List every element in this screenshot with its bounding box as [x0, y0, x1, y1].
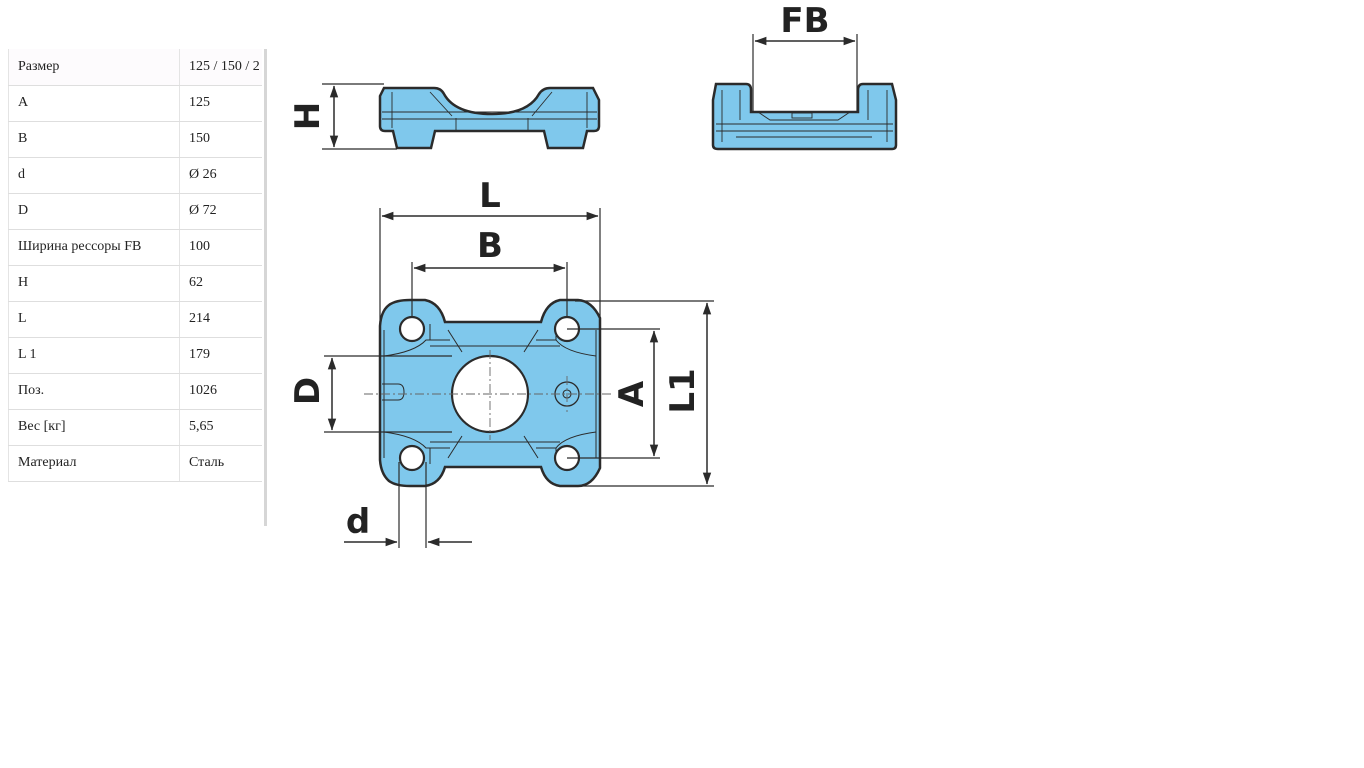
spec-name: A [8, 85, 180, 122]
spec-value: 5,65 [179, 409, 262, 446]
spec-value: 125 / 150 / 2 [179, 49, 262, 86]
spec-name: Ширина рессоры FB [8, 229, 180, 266]
spec-name: L [8, 301, 180, 338]
spec-value: 179 [179, 337, 262, 374]
spec-name: B [8, 121, 180, 158]
spec-name: Поз. [8, 373, 180, 410]
spec-name: D [8, 193, 180, 230]
mounting-hole-bottom-left [398, 444, 426, 472]
spec-value: 1026 [179, 373, 262, 410]
spec-name: L 1 [8, 337, 180, 374]
spec-value: 125 [179, 85, 262, 122]
side-view-details [382, 91, 597, 130]
spec-value: Ø 72 [179, 193, 262, 230]
spec-value: 62 [179, 265, 262, 302]
dim-label-FB: FB [780, 1, 829, 41]
side-view-body [378, 86, 601, 150]
end-view-details [716, 90, 893, 142]
spec-value: 214 [179, 301, 262, 338]
spec-value: 100 [179, 229, 262, 266]
spec-name: H [8, 265, 180, 302]
dim-label-H: H [288, 102, 328, 130]
spec-value: Ø 26 [179, 157, 262, 194]
spec-name: Вес [кг] [8, 409, 180, 446]
center-lines [364, 350, 614, 440]
plan-view: L B D A L1 d [288, 176, 714, 548]
spec-name: Материал [8, 445, 180, 482]
dim-label-A: A [612, 380, 652, 407]
side-view: H [288, 83, 601, 150]
end-view-body [711, 82, 898, 151]
spec-value: Сталь [179, 445, 262, 482]
spec-row: Вес [кг]5,65 [8, 409, 262, 446]
spec-name: d [8, 157, 180, 194]
end-view: FB [711, 1, 898, 151]
spec-row: Поз.1026 [8, 373, 262, 410]
dim-label-L: L [479, 176, 501, 216]
dim-label-B: B [477, 226, 503, 266]
mounting-hole-top-left [398, 315, 426, 343]
spec-value: 150 [179, 121, 262, 158]
dim-label-d: d [346, 502, 370, 542]
spec-name: Размер [8, 49, 180, 86]
dim-label-D: D [288, 377, 328, 405]
dim-label-L1: L1 [663, 368, 703, 413]
